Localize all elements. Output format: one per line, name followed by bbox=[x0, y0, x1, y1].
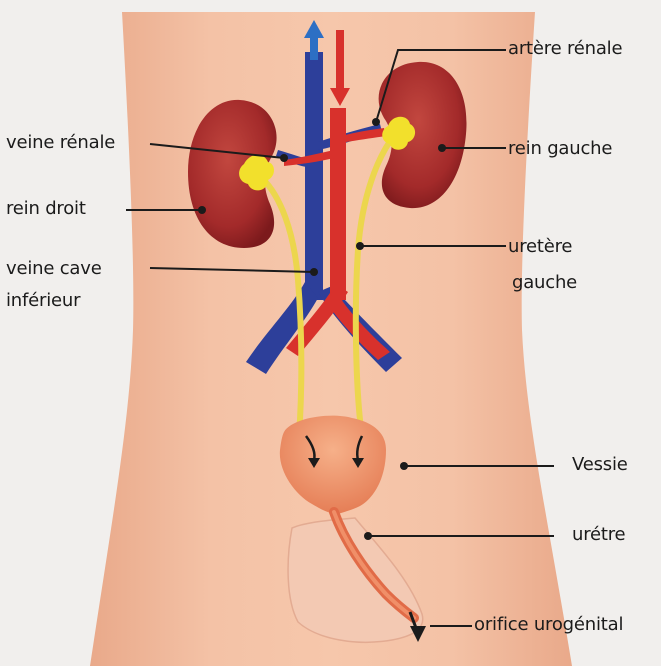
label-left-ureter-line2: gauche bbox=[512, 272, 577, 294]
label-left-kidney: rein gauche bbox=[508, 138, 612, 160]
label-vena-cava-line1: veine cave bbox=[6, 258, 102, 280]
label-renal-artery: artère rénale bbox=[508, 38, 622, 60]
label-left-ureter-line1: uretère bbox=[508, 236, 572, 258]
label-bladder: Vessie bbox=[572, 454, 628, 476]
label-renal-vein: veine rénale bbox=[6, 132, 115, 154]
label-vena-cava-line2: inférieur bbox=[6, 290, 80, 312]
label-right-kidney: rein droit bbox=[6, 198, 86, 220]
label-urethra: urétre bbox=[572, 524, 625, 546]
label-orifice: orifice urogénital bbox=[474, 614, 623, 636]
